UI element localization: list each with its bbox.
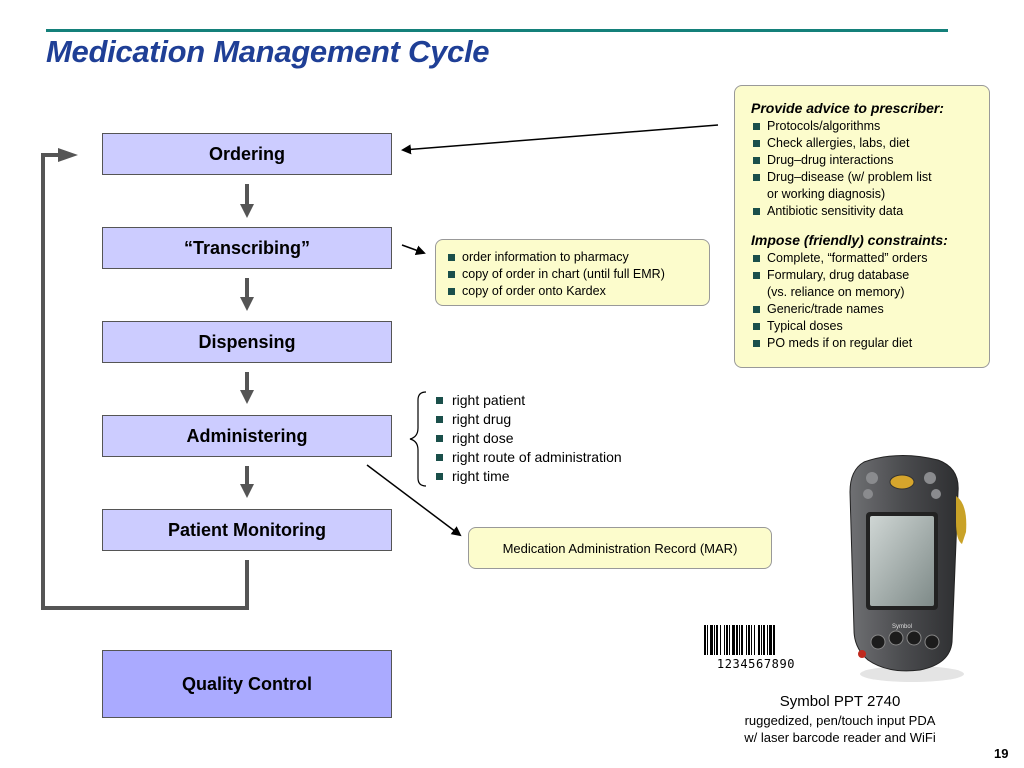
- device-name: Symbol PPT 2740: [779, 693, 901, 710]
- title-rule: [46, 29, 948, 32]
- transcribing-note: order information to pharmacy copy of or…: [435, 239, 710, 306]
- mar-box: Medication Administration Record (MAR): [468, 527, 772, 569]
- list-item: Formulary, drug database (vs. reliance on…: [751, 267, 975, 301]
- mar-label: Medication Administration Record (MAR): [502, 540, 738, 556]
- step-administering-label: Administering: [186, 425, 308, 446]
- step-administering: Administering: [102, 415, 392, 457]
- list-item: Protocols/algorithms: [751, 118, 975, 135]
- list-item: copy of order in chart (until full EMR): [446, 266, 699, 283]
- arrow-ordering-to-transcribing: [240, 184, 254, 218]
- list-item: Typical doses: [751, 318, 975, 335]
- list-item: order information to pharmacy: [446, 249, 699, 266]
- list-item: Antibiotic sensitivity data: [751, 203, 975, 220]
- list-item: Complete, “formatted” orders: [751, 250, 975, 267]
- step-ordering-label: Ordering: [208, 143, 285, 164]
- five-rights: right patient right drug right dose righ…: [434, 391, 622, 486]
- device-desc-line1: ruggedized, pen/touch input PDA: [744, 713, 936, 728]
- step-quality-label: Quality Control: [182, 673, 312, 694]
- advice-to-ordering-arrow: [401, 124, 719, 155]
- step-dispensing: Dispensing: [102, 321, 392, 363]
- constraints-list: Complete, “formatted” orders Formulary, …: [751, 250, 975, 352]
- advice-list: Protocols/algorithms Check allergies, la…: [751, 118, 975, 220]
- feedback-arrowhead: [58, 148, 78, 162]
- pda-device-image: Symbol: [849, 454, 967, 682]
- advice-constraints-box: Provide advice to prescriber: Protocols/…: [734, 85, 990, 368]
- list-item: Drug–disease (w/ problem list or working …: [751, 169, 975, 203]
- list-item: Check allergies, labs, diet: [751, 135, 975, 152]
- device-desc-line2: w/ laser barcode reader and WiFi: [744, 730, 936, 745]
- step-ordering: Ordering: [102, 133, 392, 175]
- list-item: Generic/trade names: [751, 301, 975, 318]
- barcode-bars: [704, 625, 808, 655]
- rights-list: right patient right drug right dose righ…: [434, 391, 622, 486]
- list-item-text: Formulary, drug database: [767, 268, 910, 282]
- down-arrows: [240, 184, 254, 498]
- list-item: right dose: [434, 429, 622, 448]
- constraints-heading: Impose (friendly) constraints:: [751, 232, 948, 248]
- step-transcribing-label: “Transcribing”: [183, 237, 311, 258]
- list-item: copy of order onto Kardex: [446, 283, 699, 300]
- transcribing-to-note-arrow: [401, 244, 426, 255]
- step-monitoring-label: Patient Monitoring: [168, 519, 326, 540]
- list-item: PO meds if on regular diet: [751, 335, 975, 352]
- list-item: right time: [434, 467, 622, 486]
- device-caption: Symbol PPT 2740 ruggedized, pen/touch in…: [716, 692, 964, 746]
- administering-to-mar-arrow: [366, 464, 462, 537]
- feedback-loop: [41, 153, 249, 610]
- step-dispensing-label: Dispensing: [198, 331, 296, 352]
- list-item: right patient: [434, 391, 622, 410]
- step-quality-control: Quality Control: [102, 650, 392, 718]
- device-logo-text: Symbol: [892, 624, 912, 630]
- list-item: right route of administration: [434, 448, 622, 467]
- step-transcribing: “Transcribing”: [102, 227, 392, 269]
- list-item-continuation: or working diagnosis): [767, 187, 886, 201]
- rights-brace: [409, 391, 427, 487]
- advice-heading: Provide advice to prescriber:: [751, 100, 944, 116]
- list-item-continuation: (vs. reliance on memory): [767, 285, 905, 299]
- list-item: Drug–drug interactions: [751, 152, 975, 169]
- transcribing-note-list: order information to pharmacy copy of or…: [446, 249, 699, 300]
- page-title: Medication Management Cycle: [46, 34, 490, 69]
- barcode-digits: 1234567890: [716, 657, 796, 671]
- arrow-administering-to-monitoring: [240, 466, 254, 498]
- page-number: 19: [994, 746, 1009, 761]
- arrow-dispensing-to-administering: [240, 372, 254, 404]
- list-item: right drug: [434, 410, 622, 429]
- barcode-image: 1234567890: [704, 625, 808, 675]
- arrow-transcribing-to-dispensing: [240, 278, 254, 311]
- step-patient-monitoring: Patient Monitoring: [102, 509, 392, 551]
- list-item-text: Drug–disease (w/ problem list: [767, 170, 932, 184]
